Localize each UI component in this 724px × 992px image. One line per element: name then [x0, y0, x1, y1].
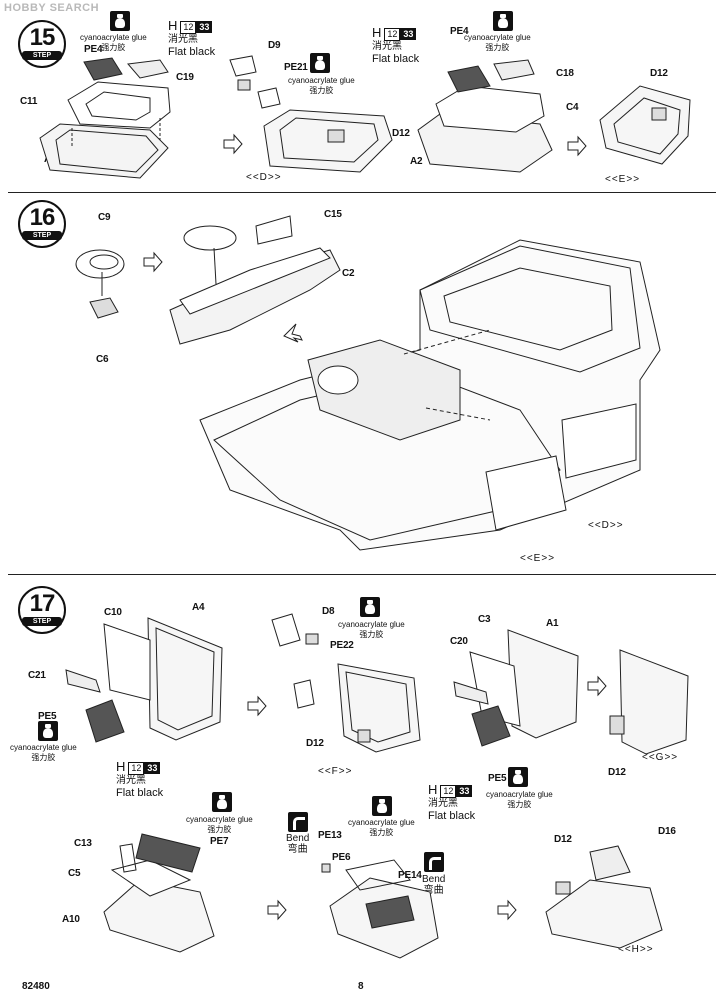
part-label: PE21 — [284, 62, 308, 73]
bend-icon — [288, 812, 308, 832]
glue-bottle-icon — [212, 792, 232, 812]
part-label: C5 — [68, 868, 81, 879]
bend-icon — [424, 852, 444, 872]
part-label: D9 — [268, 40, 281, 51]
part-label: C6 — [96, 354, 109, 365]
part-label: PE14 — [398, 870, 422, 881]
watermark-logo: HOBBY SEARCH — [4, 2, 100, 14]
part-label: A4 — [192, 602, 205, 613]
step-15-number: 15 — [29, 24, 56, 51]
part-label: D12 — [392, 128, 410, 139]
part-label: C19 — [176, 72, 194, 83]
glue-bottle-icon — [493, 11, 513, 31]
glue-bottle-icon — [508, 767, 528, 787]
glue-bottle-icon — [360, 597, 380, 617]
part-label: PE5 — [38, 711, 57, 722]
part-label: C18 — [556, 68, 574, 79]
sub-assembly-marker: <<E>> — [605, 174, 641, 185]
sub-assembly-marker: <<G>> — [642, 752, 679, 763]
part-label: C20 — [450, 636, 468, 647]
part-label: D12 — [650, 68, 668, 79]
part-label: D8 — [322, 606, 335, 617]
part-label: PE13 — [318, 830, 342, 841]
part-label: PE4 — [450, 26, 469, 37]
step-15-word: STEP — [22, 51, 62, 60]
part-label: PE7 — [210, 836, 229, 847]
step-15-assembly-drawing — [0, 0, 724, 192]
glue-bottle-icon — [372, 796, 392, 816]
part-label: C15 — [324, 209, 342, 220]
glue-bottle-icon — [110, 11, 130, 31]
part-label: C11 — [20, 96, 38, 107]
part-label: C9 — [98, 212, 111, 223]
part-label: C2 — [342, 268, 355, 279]
step-17-word: STEP — [22, 617, 62, 626]
part-label: PE4 — [84, 44, 103, 55]
step-16-panel — [8, 192, 716, 574]
step-16-word: STEP — [22, 231, 62, 240]
part-label: PE5 — [488, 773, 507, 784]
step-17-number: 17 — [29, 590, 56, 617]
part-label: A1 — [546, 618, 559, 629]
step-17-badge: 17 STEP — [18, 586, 66, 634]
sub-assembly-marker: <<D>> — [246, 172, 282, 183]
part-label: C13 — [74, 838, 92, 849]
part-label: D12 — [554, 834, 572, 845]
sub-assembly-marker: <<E>> — [520, 553, 556, 564]
part-label: A10 — [62, 914, 80, 925]
step-16-badge: 16 STEP — [18, 200, 66, 248]
glue-bottle-icon — [38, 721, 58, 741]
step-15-badge: 15 STEP — [18, 20, 66, 68]
sub-assembly-marker: <<D>> — [588, 520, 624, 531]
sub-assembly-marker: <<F>> — [318, 766, 353, 777]
part-label: A2 — [410, 156, 423, 167]
part-label: PE22 — [330, 640, 354, 651]
page-code: 82480 — [22, 981, 50, 992]
sub-assembly-marker: <<H>> — [618, 944, 654, 955]
part-label: C4 — [566, 102, 579, 113]
part-label: D12 — [306, 738, 324, 749]
glue-bottle-icon — [310, 53, 330, 73]
part-label: C3 — [478, 614, 491, 625]
part-label: D16 — [658, 826, 676, 837]
part-label: PE6 — [332, 852, 351, 863]
part-label: C21 — [28, 670, 46, 681]
page-number: 8 — [358, 981, 364, 992]
step-17-panel — [8, 574, 716, 984]
step-16-number: 16 — [29, 204, 56, 231]
part-label: D12 — [608, 767, 626, 778]
part-label: C10 — [104, 607, 122, 618]
